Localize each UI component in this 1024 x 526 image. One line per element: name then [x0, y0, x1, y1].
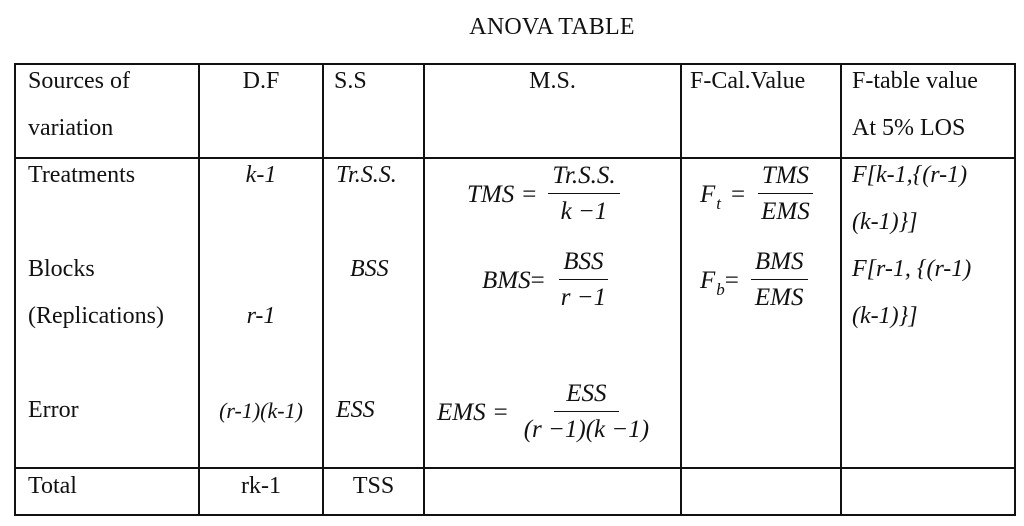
- ft-formula: Ft = TMS EMS: [700, 161, 814, 228]
- row-error-df: (r-1)(k-1): [219, 398, 303, 423]
- equals-sign: =: [493, 398, 508, 426]
- bms-formula: BMS = BSS r −1: [482, 247, 610, 314]
- header-ms: M.S.: [529, 68, 576, 94]
- bms-fraction: BSS r −1: [557, 247, 610, 314]
- ems-fraction: ESS (r −1)(k −1): [520, 379, 653, 446]
- column-divider: [423, 65, 425, 514]
- header-ftable-line1: F-table value: [852, 68, 978, 94]
- ems-denominator: (r −1)(k −1): [523, 416, 650, 443]
- bms-denominator: r −1: [560, 284, 607, 311]
- fb-letter: F: [700, 266, 716, 294]
- ft-subscript: t: [716, 193, 722, 213]
- row-treatments-ftable-line1: F[k-1,{(r-1): [852, 162, 968, 188]
- fb-fraction: BMS EMS: [750, 247, 808, 314]
- row-blocks-df: r-1: [246, 303, 276, 329]
- tms-formula: TMS = Tr.S.S. k −1: [467, 161, 620, 228]
- header-source-line1: Sources of: [28, 68, 130, 94]
- equals-sign: =: [530, 266, 545, 294]
- bms-label: BMS: [482, 266, 531, 294]
- ft-letter: F: [700, 180, 716, 208]
- ft-label: Ft: [700, 180, 721, 213]
- row-blocks-source-line2: (Replications): [28, 303, 164, 329]
- header-fcal: F-Cal.Value: [690, 68, 806, 94]
- column-divider: [322, 65, 324, 514]
- equals-sign: =: [522, 180, 537, 208]
- row-error-source: Error: [28, 397, 79, 423]
- page-title: ANOVA TABLE: [469, 14, 635, 40]
- ems-numerator: ESS: [554, 379, 619, 412]
- header-divider: [16, 157, 1014, 159]
- row-total-df: rk-1: [241, 473, 281, 499]
- column-divider: [198, 65, 200, 514]
- row-treatments-ss: Tr.S.S.: [336, 162, 397, 188]
- header-source-line2: variation: [28, 115, 114, 141]
- header-df: D.F: [242, 68, 280, 94]
- column-divider: [680, 65, 682, 514]
- row-total-ss: TSS: [352, 473, 395, 499]
- total-divider: [16, 467, 1014, 469]
- equals-sign: =: [731, 180, 746, 208]
- fb-subscript: b: [716, 279, 725, 299]
- row-blocks-ftable-line1: F[r-1, {(r-1): [852, 256, 972, 282]
- ems-formula: EMS = ESS (r −1)(k −1): [437, 379, 653, 446]
- ft-numerator: TMS: [757, 161, 814, 194]
- row-total-source: Total: [28, 473, 77, 499]
- column-divider: [840, 65, 842, 514]
- tms-numerator: Tr.S.S.: [548, 161, 620, 194]
- equals-sign: =: [724, 266, 739, 294]
- row-treatments-df: k-1: [245, 162, 277, 188]
- tms-label: TMS: [467, 180, 515, 208]
- tms-fraction: Tr.S.S. k −1: [548, 161, 620, 228]
- fb-formula: Fb = BMS EMS: [700, 247, 808, 314]
- fb-label: Fb: [700, 266, 725, 299]
- row-blocks-ss: BSS: [350, 256, 389, 282]
- fb-denominator: EMS: [754, 284, 804, 311]
- bms-numerator: BSS: [559, 247, 608, 280]
- ft-fraction: TMS EMS: [757, 161, 814, 228]
- row-blocks-ftable-line2: (k-1)}]: [852, 303, 918, 329]
- tms-denominator: k −1: [560, 198, 608, 225]
- ft-denominator: EMS: [761, 198, 810, 225]
- anova-table: Sources of variation D.F S.S M.S. F-Cal.…: [14, 63, 1016, 516]
- header-ss: S.S: [334, 68, 367, 94]
- ems-label: EMS: [437, 398, 486, 426]
- row-treatments-source: Treatments: [28, 162, 136, 188]
- header-ftable-line2: At 5% LOS: [852, 115, 966, 141]
- row-blocks-source-line1: Blocks: [28, 256, 95, 282]
- row-treatments-ftable-line2: (k-1)}]: [852, 209, 918, 235]
- fb-numerator: BMS: [750, 247, 808, 280]
- row-error-ss: ESS: [336, 397, 375, 423]
